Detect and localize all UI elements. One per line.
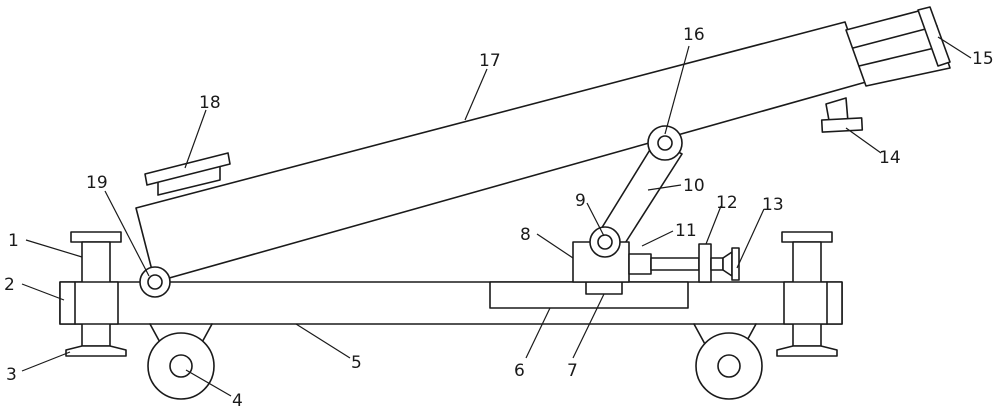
mount-block: [572, 226, 630, 283]
lower-hinge: [139, 266, 171, 298]
right-wheel-assembly: [693, 323, 763, 400]
label-4: 4: [232, 391, 243, 411]
label-10: 10: [683, 176, 705, 196]
label-11: 11: [675, 221, 697, 241]
label-17: 17: [479, 51, 501, 71]
label-5: 5: [351, 353, 362, 373]
label-1: 1: [8, 231, 19, 251]
label-16: 16: [683, 25, 705, 45]
base-frame: [59, 281, 843, 325]
inlet-hopper: [144, 152, 231, 196]
label-15: 15: [972, 49, 994, 69]
label-12: 12: [716, 193, 738, 213]
drive-motor: [845, 6, 951, 87]
label-6: 6: [514, 361, 525, 381]
left-support-leg: [59, 231, 127, 357]
outlet-port: [820, 97, 864, 133]
left-wheel-assembly: [147, 323, 215, 400]
right-support-leg: [776, 231, 843, 357]
label-7: 7: [567, 361, 578, 381]
label-2: 2: [4, 275, 15, 295]
label-19: 19: [86, 173, 108, 193]
screw-rod: [628, 243, 740, 283]
leader-lines: [21, 36, 972, 397]
upper-hinge: [647, 125, 683, 161]
part-labels: 1 2 3 4 5 6 7 8 9 10 11 12 13 14 15 16 1…: [4, 25, 994, 411]
label-18: 18: [199, 93, 221, 113]
label-14: 14: [879, 148, 901, 168]
label-9: 9: [575, 191, 586, 211]
label-3: 3: [6, 365, 17, 385]
label-8: 8: [520, 225, 531, 245]
slider-block: [585, 281, 623, 295]
label-13: 13: [762, 195, 784, 215]
conveyor-tube: [135, 21, 867, 283]
